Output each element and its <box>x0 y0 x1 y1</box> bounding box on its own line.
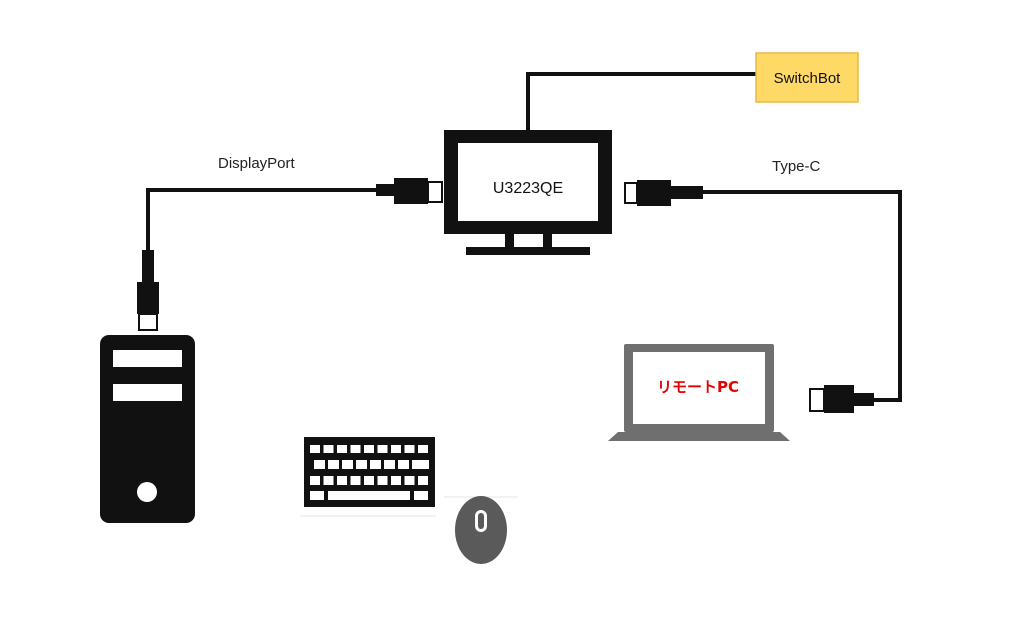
remote-pc-label: リモートPC <box>657 378 739 396</box>
mouse-icon <box>444 496 518 564</box>
switchbot-cable <box>526 72 756 130</box>
keyboard-key <box>377 445 388 453</box>
edge-label-displayport: DisplayPort <box>218 155 296 172</box>
keyboard-icon <box>300 437 436 517</box>
keyboard-key <box>310 445 320 453</box>
keyboard-key <box>328 460 339 469</box>
keyboard-key <box>418 445 428 453</box>
keyboard-key <box>412 460 423 469</box>
type-c-plug-monitor <box>624 180 703 206</box>
keyboard-key <box>364 476 374 485</box>
displayport-plug-pc <box>137 250 159 331</box>
edge-label-type-c: Type-C <box>772 158 821 175</box>
desktop-tower-icon <box>100 335 195 523</box>
keyboard-key <box>310 476 320 485</box>
keyboard-key <box>364 445 374 453</box>
switchbot-label: SwitchBot <box>774 70 842 87</box>
keyboard-key <box>314 460 325 469</box>
keyboard-key <box>404 476 415 485</box>
keyboard-key <box>328 491 410 500</box>
keyboard-key <box>398 460 409 469</box>
keyboard-key <box>356 460 367 469</box>
keyboard-key <box>414 491 428 500</box>
keyboard-key <box>337 476 347 485</box>
laptop-icon: リモートPC <box>608 344 790 441</box>
keyboard-key <box>337 445 347 453</box>
keyboard-key <box>404 445 415 453</box>
switchbot-node: SwitchBot <box>755 52 859 103</box>
monitor-icon: U3223QE <box>444 130 612 255</box>
displayport-plug-monitor <box>376 178 443 204</box>
keyboard-key <box>323 445 334 453</box>
keyboard-key <box>350 445 361 453</box>
displayport-cable <box>146 188 378 255</box>
monitor-label: U3223QE <box>493 180 563 197</box>
keyboard-key <box>391 476 401 485</box>
type-c-cable <box>702 190 902 402</box>
keyboard-key <box>370 460 381 469</box>
keyboard-key <box>391 445 401 453</box>
keyboard-key <box>377 476 388 485</box>
type-c-plug-laptop <box>809 385 874 413</box>
keyboard-key <box>423 460 429 469</box>
keyboard-key <box>323 476 334 485</box>
keyboard-key <box>384 460 395 469</box>
keyboard-key <box>418 476 428 485</box>
keyboard-key <box>310 491 324 500</box>
keyboard-key <box>342 460 353 469</box>
keyboard-key <box>350 476 361 485</box>
